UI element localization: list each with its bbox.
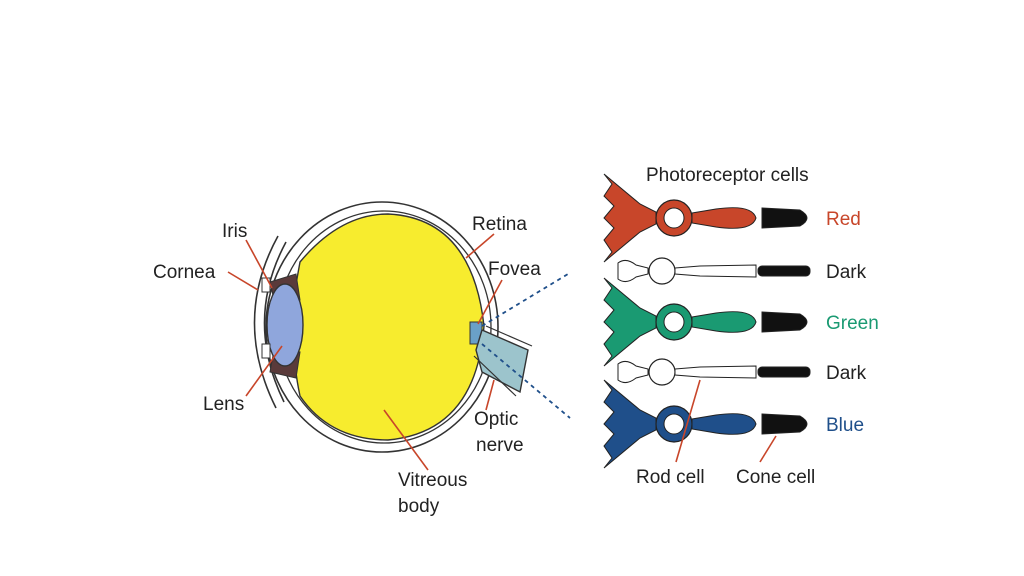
cell-2-inner-segment	[674, 264, 757, 278]
cell-5-nucleus-core	[663, 413, 685, 435]
cornea-outer-arc	[253, 235, 279, 409]
label-iris: Iris	[222, 221, 247, 242]
cell-4-nucleus	[648, 358, 676, 386]
leader-retina	[465, 233, 495, 259]
cell-2-terminal	[617, 259, 649, 283]
cell-2-label: Dark	[826, 262, 867, 283]
cell-1-nucleus-core	[663, 207, 685, 229]
label-optic-line2: nerve	[476, 435, 524, 456]
cell-3-nucleus-core	[663, 311, 685, 333]
cell-1-outer-segment	[761, 207, 808, 229]
cell-5-terminal	[603, 379, 657, 469]
label-lens: Lens	[203, 394, 244, 415]
leader-lens	[245, 345, 283, 397]
cell-1-label: Red	[826, 209, 861, 230]
label-cone-cell: Cone cell	[736, 467, 815, 488]
leader-rod-cell	[675, 379, 701, 463]
cell-4-label: Dark	[826, 363, 867, 384]
cell-2-nucleus	[648, 257, 676, 285]
eye-cross-section: Iris Cornea Lens Retina Fovea Optic nerv…	[153, 201, 571, 517]
leader-vitreous	[383, 409, 429, 471]
cell-5-inner-segment	[691, 413, 757, 435]
cell-1-inner-segment	[691, 207, 757, 229]
cell-3-inner-segment	[691, 311, 757, 333]
label-rod-cell: Rod cell	[636, 467, 705, 488]
cell-5-label: Blue	[826, 415, 864, 436]
label-optic-line1: Optic	[474, 409, 518, 430]
photoreceptor-title: Photoreceptor cells	[646, 165, 809, 186]
cell-5-outer-segment	[761, 413, 808, 435]
leader-fovea	[477, 279, 503, 325]
vitreous-body-shape	[292, 213, 485, 441]
leader-optic-nerve	[485, 379, 495, 411]
cell-4-terminal	[617, 360, 649, 384]
cell-3-label: Green	[826, 313, 879, 334]
label-fovea: Fovea	[488, 259, 541, 280]
cell-1-terminal	[603, 173, 657, 263]
label-vitreous-line1: Vitreous	[398, 470, 467, 491]
cornea-inner-arc	[263, 241, 287, 403]
leader-iris	[245, 239, 273, 289]
cell-3-terminal	[603, 277, 657, 367]
optic-nerve-sheath	[473, 325, 533, 397]
cell-4-inner-segment	[674, 365, 757, 379]
cell-2-outer-segment	[757, 265, 811, 277]
projection-line-top	[481, 273, 569, 327]
ciliary-lower	[261, 343, 271, 359]
leader-cornea	[227, 271, 259, 291]
cell-4-outer-segment	[757, 366, 811, 378]
label-retina: Retina	[472, 214, 527, 235]
projection-line-bottom	[481, 343, 571, 419]
ciliary-upper	[261, 277, 271, 293]
leader-cone-cell	[759, 435, 777, 463]
lens-shape	[266, 283, 304, 367]
cell-3-outer-segment	[761, 311, 808, 333]
label-cornea: Cornea	[153, 262, 216, 283]
photoreceptor-panel: Photoreceptor cells RedDarkGreenDarkBlue…	[603, 165, 879, 488]
label-vitreous-line2: body	[398, 496, 440, 517]
